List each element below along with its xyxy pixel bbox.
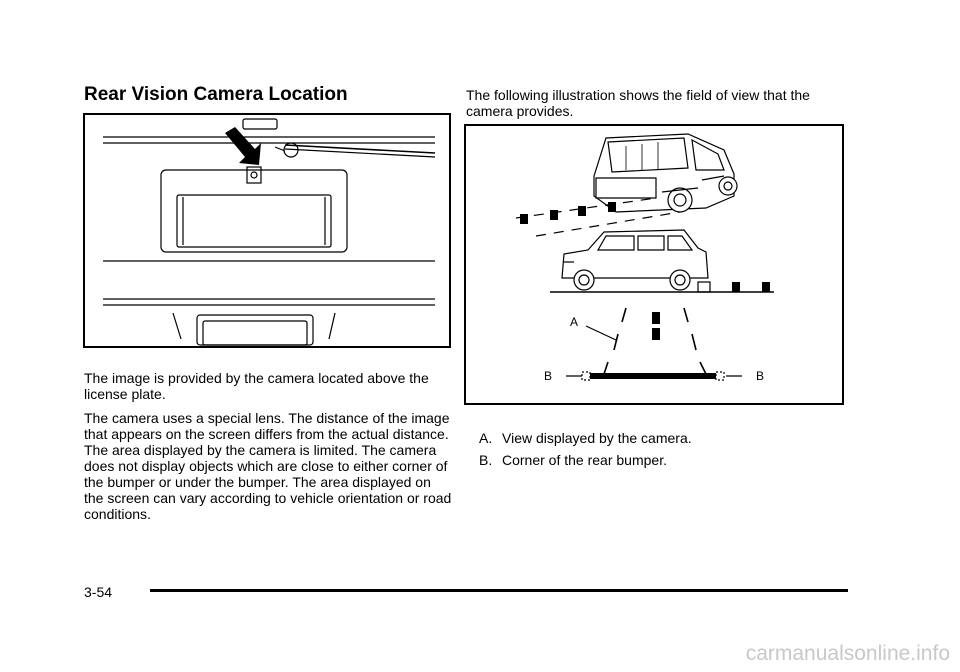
label-b-left: B [544,369,552,383]
field-of-view-illustration: A B B [464,124,844,405]
illustration-intro: The following illustration shows the fie… [466,87,810,119]
camera-location-drawing [103,118,436,346]
camera-location-illustration [83,113,451,348]
legend-text-a: View displayed by the camera. [502,430,692,446]
legend-letter-b: B. [479,452,493,468]
legend-text-b: Corner of the rear bumper. [502,452,667,468]
watermark: carmanualsonline.info [745,642,950,665]
section-heading: Rear Vision Camera Location [84,84,348,105]
legend-item-b: B. Corner of the rear bumper. [479,452,667,468]
footer-rule [150,589,848,592]
paragraph-camera-location: The image is provided by the camera loca… [84,370,429,402]
page-number: 3-54 [84,584,113,600]
label-a: A [570,315,578,329]
field-of-view-drawing: A B B [515,133,774,383]
pointer-arrow [225,127,261,165]
paragraph-camera-lens: The camera uses a special lens. The dist… [84,410,452,522]
label-b-right: B [756,369,764,383]
legend-item-a: A. View displayed by the camera. [479,430,692,446]
legend-letter-a: A. [479,430,493,446]
